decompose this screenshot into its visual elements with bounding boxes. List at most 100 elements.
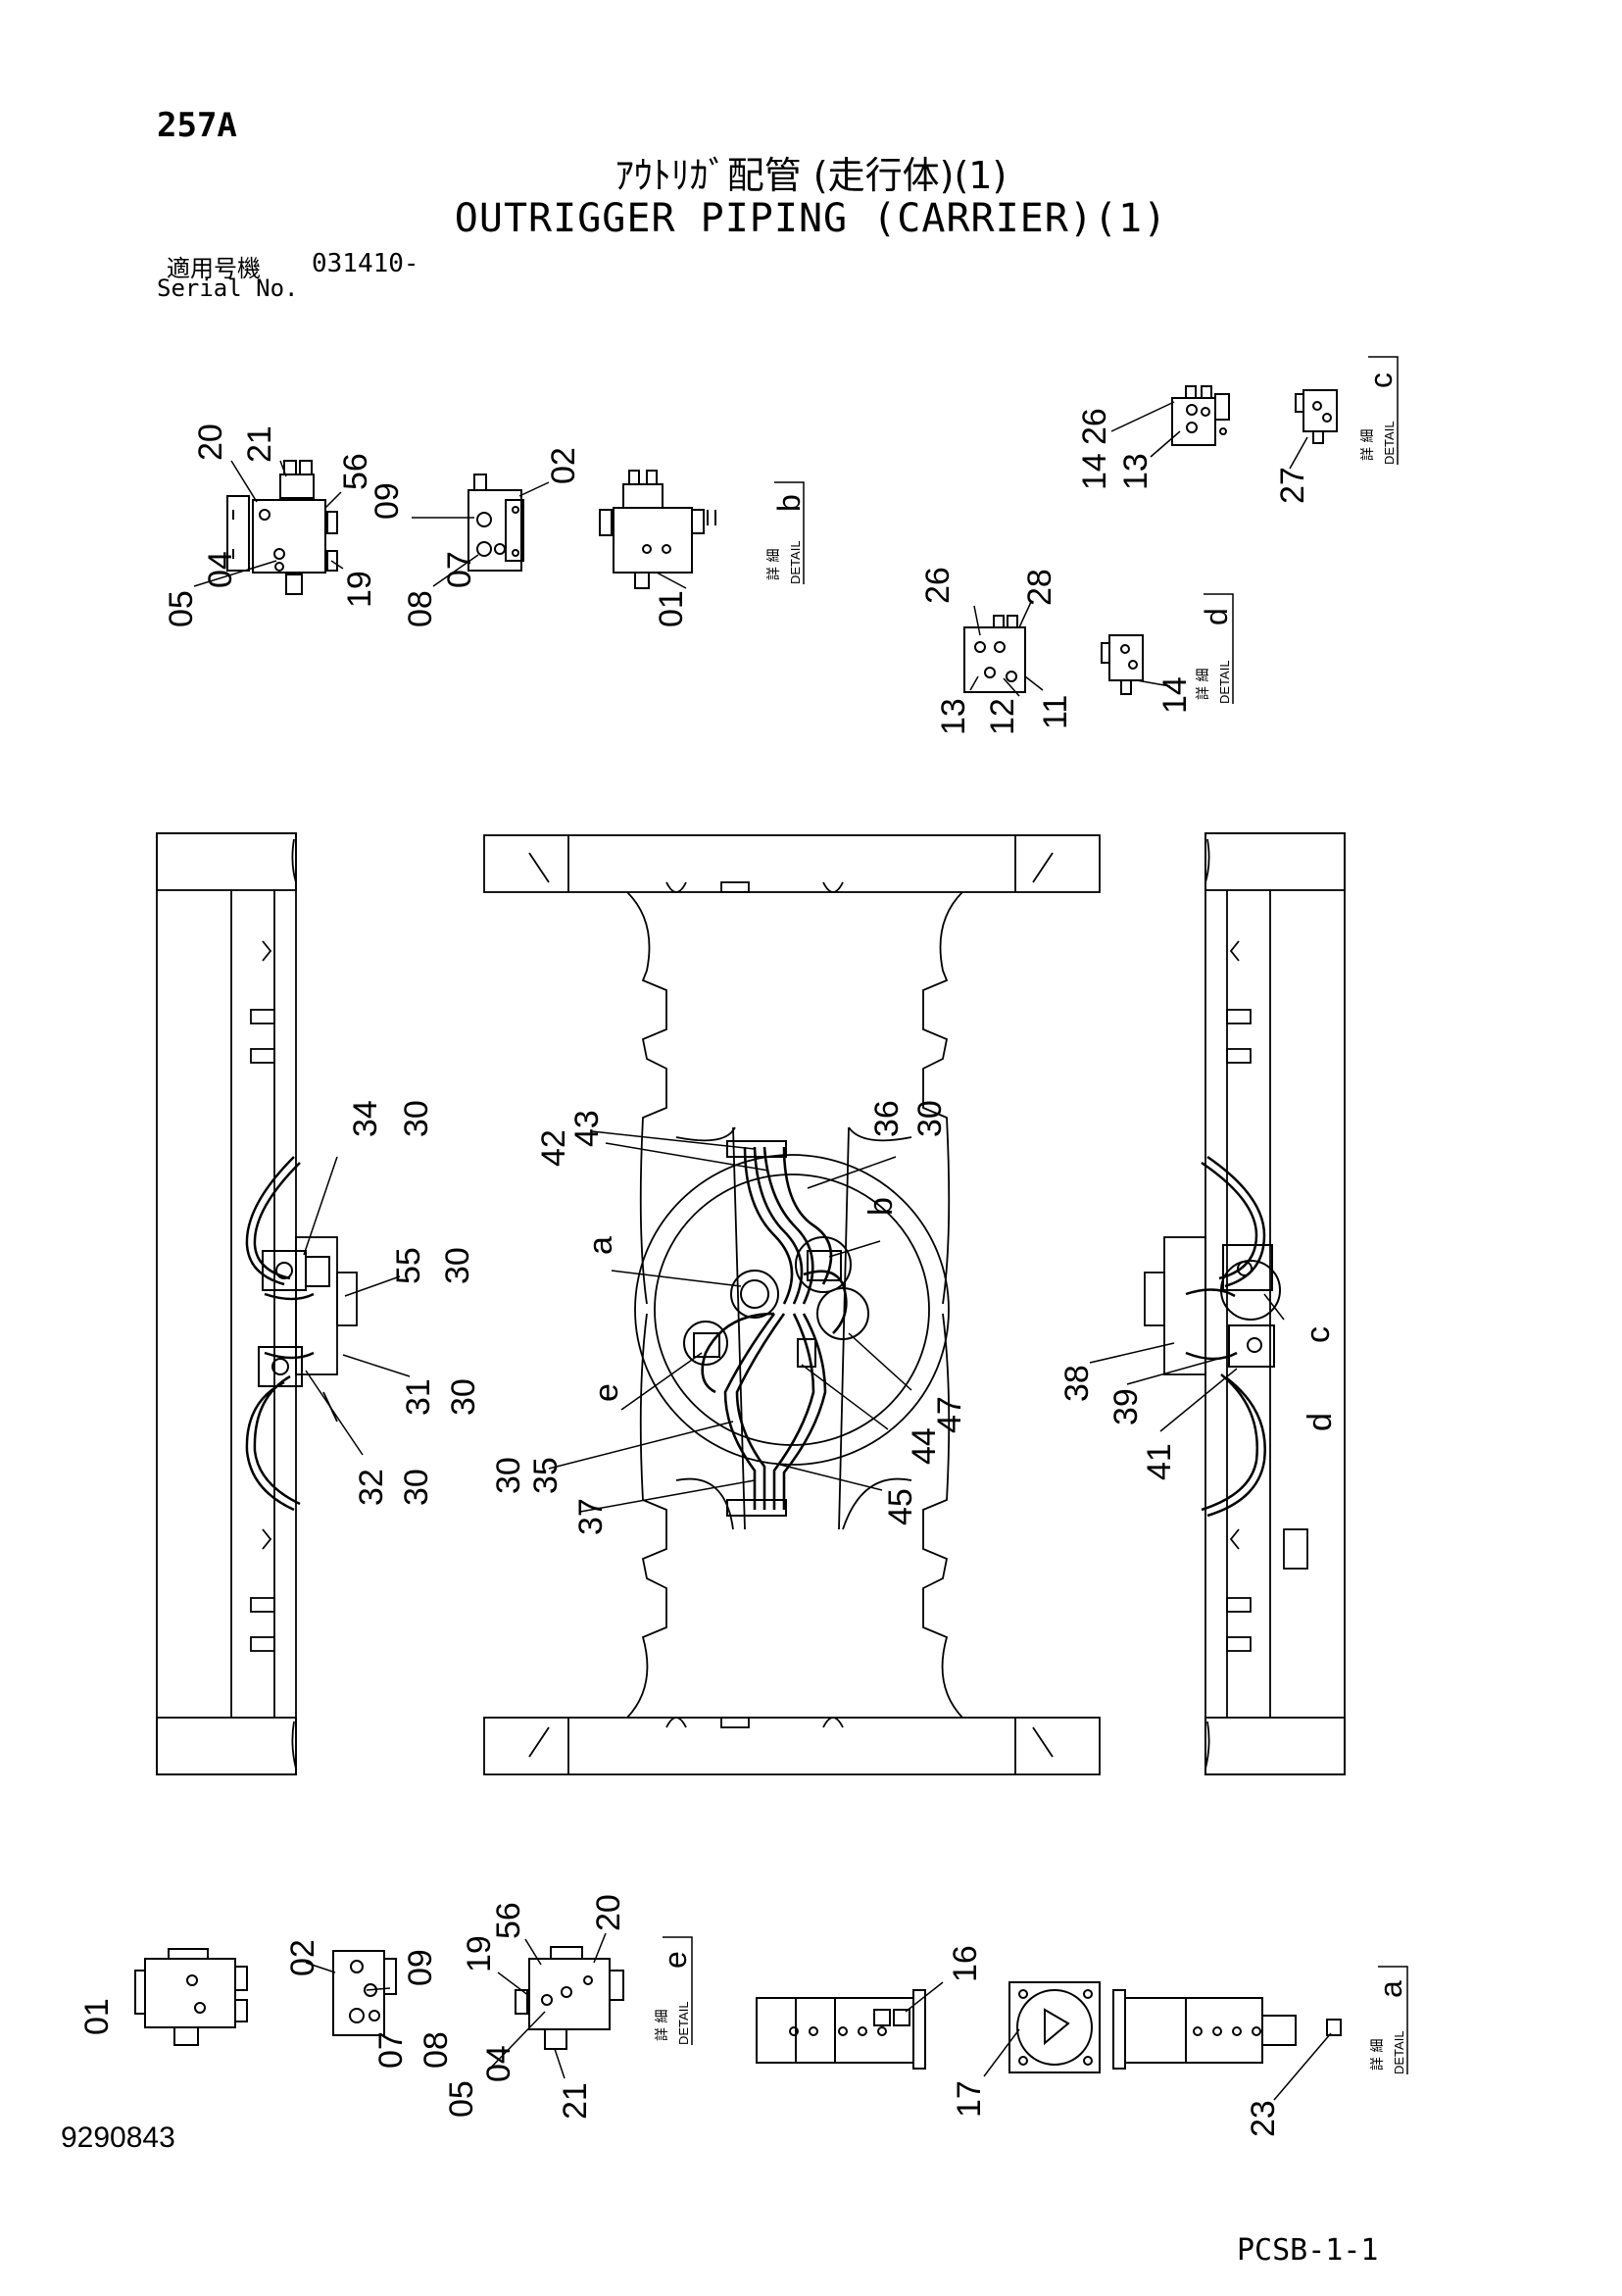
callout-38: 38: [1058, 1365, 1096, 1402]
leader-lines-bottom: [305, 1932, 1332, 2101]
valve-detail-bottom-1: [134, 1948, 248, 2046]
callout-56: 56: [337, 453, 374, 490]
callout-13-top: 13: [1117, 453, 1155, 490]
valve-detail-top-1: [226, 460, 338, 595]
detail-b-en: DETAIL: [788, 540, 803, 584]
serial-number-value: 031410-: [312, 249, 419, 278]
callout-47: 47: [931, 1396, 968, 1433]
valve-detail-c-2: [1295, 389, 1338, 444]
callout-08: 08: [402, 590, 439, 627]
callout-30-b: 30: [439, 1247, 476, 1284]
callout-44: 44: [906, 1427, 943, 1465]
page-code: PCSB-1-1: [1237, 2233, 1379, 2268]
callout-bottom-20: 20: [590, 1894, 627, 1931]
callout-43: 43: [568, 1110, 606, 1147]
callout-bottom-16: 16: [947, 1945, 984, 1982]
callout-bottom-23: 23: [1245, 2100, 1282, 2137]
right-beam-valves: [1220, 1244, 1281, 1368]
callout-26-top: 26: [1076, 408, 1113, 445]
callout-30-e: 30: [911, 1100, 949, 1137]
detail-e-jp: 詳 細: [655, 2010, 670, 2041]
detail-d-jp: 詳 細: [1196, 669, 1211, 700]
title-english: OUTRIGGER PIPING (CARRIER)(1): [454, 196, 1168, 241]
valve-detail-d-1: [963, 615, 1026, 693]
detail-a-letter: a: [1373, 1980, 1408, 1998]
callout-14: 14: [1156, 676, 1194, 714]
sheet-number: 257A: [157, 106, 237, 145]
callout-b: b: [862, 1197, 900, 1216]
detail-c-jp: 詳 細: [1360, 429, 1376, 461]
callout-37: 37: [572, 1498, 610, 1535]
callout-bottom-09: 09: [402, 1949, 439, 1986]
callout-27: 27: [1274, 467, 1311, 504]
callout-d: d: [1302, 1413, 1339, 1431]
callout-bottom-04: 04: [480, 2045, 517, 2082]
title-japanese: ｱｳﾄﾘｶﾞ配管 (走行体)(1): [614, 154, 1008, 197]
callout-13: 13: [935, 698, 972, 735]
callout-bottom-21: 21: [557, 2082, 594, 2120]
callout-28: 28: [1021, 569, 1058, 606]
detail-a-en: DETAIL: [1392, 2030, 1406, 2074]
callout-35: 35: [527, 1457, 565, 1494]
detail-box-labels: 詳 細 DETAIL b 詳 細 DETAIL c 詳 細 DETAIL d 詳…: [655, 373, 1408, 2074]
callout-bottom-07: 07: [372, 2031, 410, 2069]
carrier-centre-hoses: [701, 1146, 848, 1510]
callout-09: 09: [369, 482, 406, 520]
detail-e-letter: e: [658, 1951, 693, 1969]
callout-42: 42: [535, 1129, 572, 1167]
callout-19: 19: [341, 571, 378, 608]
swivel-joint-detail: [756, 1981, 1342, 2073]
callout-20: 20: [192, 424, 229, 461]
valve-detail-c-1: [1171, 385, 1230, 446]
callout-labels: 20 21 56 05 04 19 09 02 08 07 01 14 26 1…: [78, 408, 1339, 2137]
callout-32: 32: [353, 1469, 390, 1506]
callout-07: 07: [441, 551, 478, 588]
callout-a: a: [582, 1236, 619, 1255]
left-beam-hoses: [245, 1156, 315, 1512]
serial-label-japanese: 適用号機: [167, 255, 261, 282]
callout-bottom-02: 02: [284, 1939, 321, 1976]
detail-a-jp: 詳 細: [1370, 2039, 1386, 2071]
callout-bottom-05: 05: [443, 2080, 480, 2118]
callout-30-d: 30: [398, 1469, 435, 1506]
callout-12: 12: [984, 698, 1021, 735]
left-outrigger-beam: [156, 832, 358, 1775]
callout-05: 05: [163, 590, 200, 627]
callout-31: 31: [400, 1378, 437, 1416]
detail-box-frames: [663, 356, 1408, 2074]
left-beam-valves: [258, 1250, 330, 1387]
callout-11: 11: [1037, 695, 1074, 729]
callout-04: 04: [202, 551, 239, 588]
detail-c-letter: c: [1363, 373, 1399, 388]
callout-30-c: 30: [445, 1378, 482, 1416]
detail-b-letter: b: [771, 494, 807, 512]
carrier-centre-components: [683, 1140, 869, 1517]
detail-e-en: DETAIL: [676, 2001, 691, 2045]
callout-30-f: 30: [490, 1457, 527, 1494]
callout-bottom-01: 01: [78, 1998, 116, 2035]
detail-d-en: DETAIL: [1217, 660, 1232, 704]
valve-detail-bottom-3: [515, 1946, 624, 2050]
callout-bottom-56: 56: [490, 1902, 527, 1939]
valve-detail-top-2: [467, 474, 524, 572]
carrier-frame: [483, 834, 1101, 1775]
document-number: 9290843: [61, 2121, 175, 2154]
valve-detail-top-3: [599, 470, 716, 589]
callout-41: 41: [1141, 1443, 1178, 1480]
right-outrigger-beam: [1144, 832, 1346, 1775]
callout-bottom-08: 08: [418, 2031, 455, 2069]
leader-lines-main: [303, 1130, 1285, 1513]
callout-45: 45: [882, 1488, 919, 1525]
detail-d-letter: d: [1199, 608, 1234, 625]
callout-e: e: [588, 1383, 625, 1402]
callout-26: 26: [919, 567, 957, 604]
detail-b-jp: 詳 細: [766, 549, 782, 580]
callout-55: 55: [390, 1247, 427, 1284]
callout-c: c: [1300, 1326, 1337, 1343]
callout-36: 36: [868, 1100, 906, 1137]
callout-bottom-19: 19: [461, 1935, 498, 1972]
callout-21: 21: [241, 425, 278, 463]
serial-label-english: Serial No.: [157, 275, 299, 302]
valve-detail-d-2: [1101, 634, 1144, 695]
